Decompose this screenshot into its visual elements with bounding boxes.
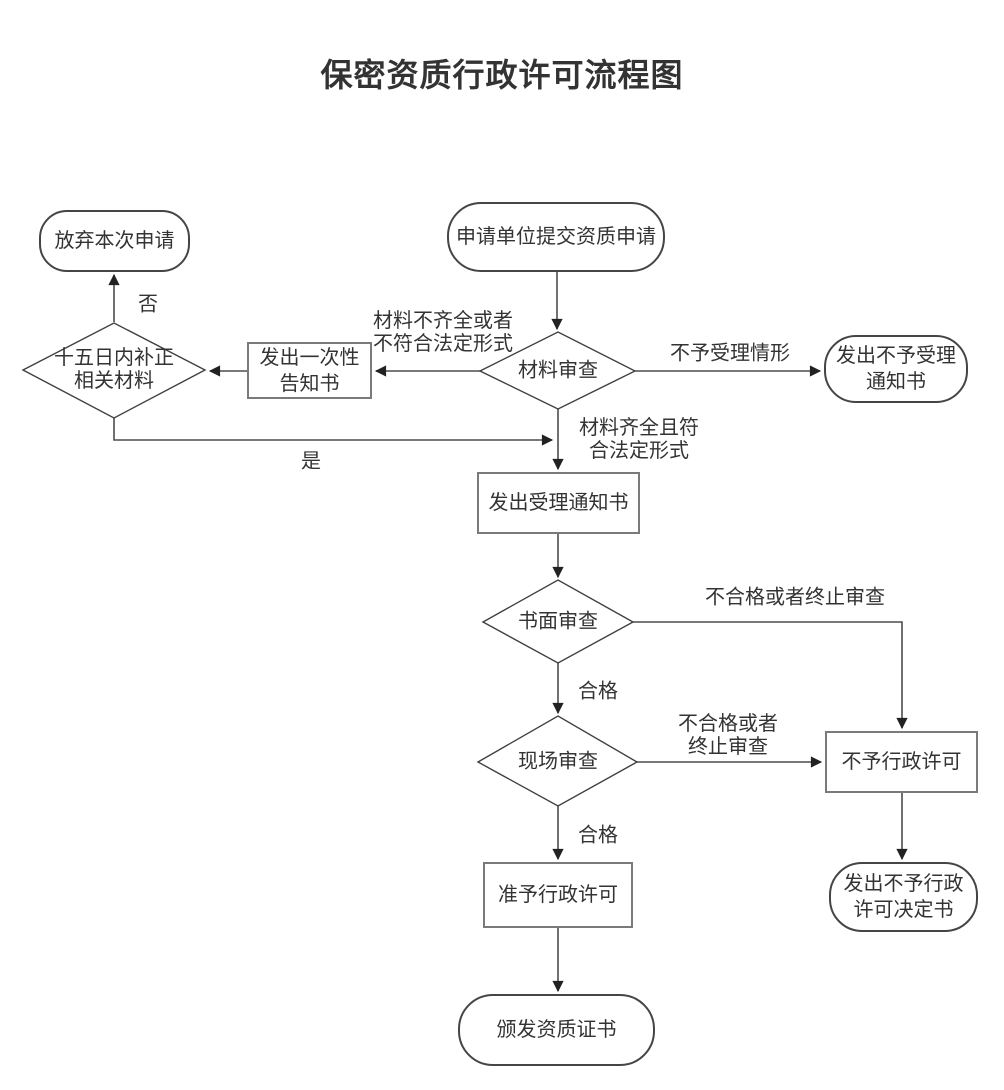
edge-label-not-accept: 不予受理情形 <box>670 342 790 365</box>
node-reject-notice-label: 发出不予受理 通知书 <box>836 345 956 393</box>
node-grant-permit: 准予行政许可 <box>483 862 633 928</box>
node-deny-permit-label: 不予行政许可 <box>841 751 962 773</box>
edge-label-complete: 材料齐全且符 合法定形式 <box>579 417 699 462</box>
node-onsite-review-label: 现场审查 <box>518 750 598 773</box>
node-certificate-label: 颁发资质证书 <box>496 1019 617 1041</box>
node-accept-notice: 发出受理通知书 <box>477 472 640 534</box>
edge-label-onsite-pass: 合格 <box>578 824 618 847</box>
edge-label-incomplete: 材料不齐全或者 不符合法定形式 <box>373 310 513 355</box>
edge-written-review-to-deny-permit <box>633 621 908 730</box>
edge-supplement-to-main-line <box>113 418 554 446</box>
node-abandon: 放弃本次申请 <box>39 210 190 272</box>
node-certificate: 颁发资质证书 <box>458 994 655 1066</box>
edge-label-yes: 是 <box>301 450 321 473</box>
onsite-review-diamond-shape <box>476 715 639 807</box>
page-title: 保密资质行政许可流程图 <box>320 57 684 93</box>
node-abandon-label: 放弃本次申请 <box>54 230 175 252</box>
node-one-time-notice: 发出一次性 告知书 <box>247 342 372 399</box>
written-review-diamond-shape <box>481 579 635 664</box>
node-material-review-label: 材料审查 <box>518 359 598 382</box>
node-reject-notice: 发出不予受理 通知书 <box>824 335 968 403</box>
node-supplement-label: 十五日内补正 相关材料 <box>54 347 174 392</box>
node-deny-permit: 不予行政许可 <box>825 731 978 793</box>
edge-label-onsite-fail: 不合格或者 终止审查 <box>678 713 778 758</box>
node-grant-permit-label: 准予行政许可 <box>498 884 618 906</box>
node-submit: 申请单位提交资质申请 <box>447 202 665 272</box>
node-deny-decision: 发出不予行政 许可决定书 <box>829 862 978 932</box>
edge-label-written-pass: 合格 <box>578 680 618 703</box>
node-written-review-label: 书面审查 <box>518 610 598 633</box>
node-deny-decision-label: 发出不予行政 许可决定书 <box>843 873 964 921</box>
node-accept-notice-label: 发出受理通知书 <box>488 492 629 514</box>
edge-label-written-fail: 不合格或者终止审查 <box>705 586 885 609</box>
edge-label-no: 否 <box>138 293 158 316</box>
node-one-time-notice-label: 发出一次性 告知书 <box>259 346 360 395</box>
supplement-diamond-shape <box>21 322 207 419</box>
node-submit-label: 申请单位提交资质申请 <box>456 226 656 248</box>
material-review-diamond-shape <box>478 331 637 410</box>
